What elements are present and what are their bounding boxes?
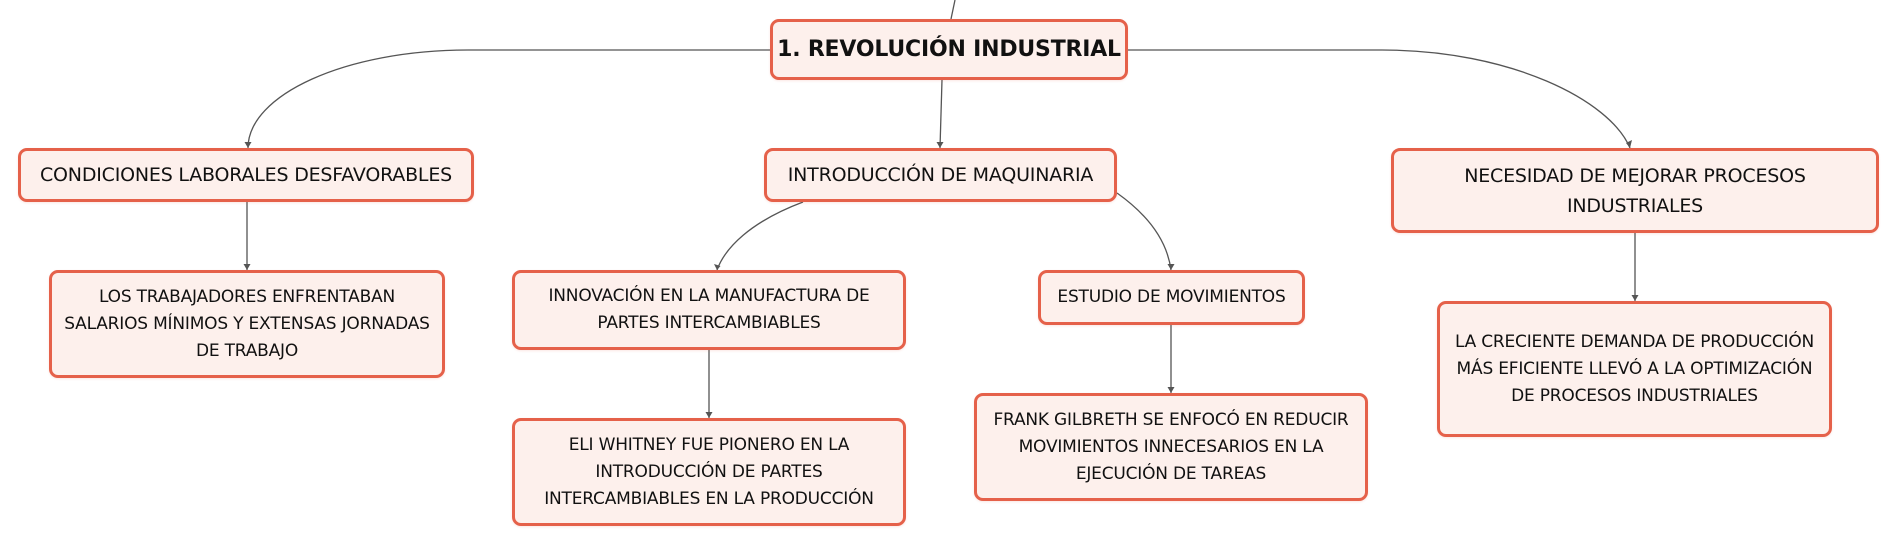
- subtopic-creciente-demanda-label: LA CRECIENTE DEMANDA DE PRODUCCIÓN MÁS E…: [1454, 331, 1815, 406]
- detail-eli-whitney-label: ELI WHITNEY FUE PIONERO EN LA INTRODUCCI…: [544, 434, 874, 509]
- topic-introduccion-maquinaria-label: INTRODUCCIÓN DE MAQUINARIA: [787, 164, 1094, 186]
- root-node-label: 1. REVOLUCIÓN INDUSTRIAL: [777, 37, 1121, 62]
- arrowhead-trabajadores: [243, 264, 251, 270]
- connector-maquinaria-to-innovacion: [716, 201, 804, 271]
- arrowhead-condiciones: [244, 142, 252, 148]
- subtopic-trabajadores-salarios-label: LOS TRABAJADORES ENFRENTABAN SALARIOS MÍ…: [64, 286, 430, 361]
- subtopic-creciente-demanda[interactable]: LA CRECIENTE DEMANDA DE PRODUCCIÓN MÁS E…: [1437, 301, 1832, 437]
- connector-root-incoming: [950, 0, 956, 20]
- arrowhead-gilbreth: [1167, 387, 1175, 393]
- detail-eli-whitney[interactable]: ELI WHITNEY FUE PIONERO EN LA INTRODUCCI…: [512, 418, 906, 526]
- subtopic-estudio-movimientos-label: ESTUDIO DE MOVIMIENTOS: [1057, 287, 1286, 307]
- topic-necesidad-procesos[interactable]: NECESIDAD DE MEJORAR PROCESOS INDUSTRIAL…: [1391, 148, 1879, 233]
- detail-frank-gilbreth-label: FRANK GILBRETH SE ENFOCÓ EN REDUCIR MOVI…: [993, 409, 1349, 484]
- arrowhead-necesidad: [1626, 140, 1632, 148]
- subtopic-estudio-movimientos[interactable]: ESTUDIO DE MOVIMIENTOS: [1038, 270, 1305, 325]
- arrowhead-demanda: [1631, 295, 1639, 301]
- arrowhead-innovacion: [714, 264, 721, 270]
- root-node[interactable]: 1. REVOLUCIÓN INDUSTRIAL: [770, 19, 1128, 80]
- topic-condiciones-laborales[interactable]: CONDICIONES LABORALES DESFAVORABLES: [18, 148, 474, 202]
- topic-introduccion-maquinaria[interactable]: INTRODUCCIÓN DE MAQUINARIA: [764, 148, 1117, 202]
- connector-root-to-necesidad: [1128, 49, 1631, 149]
- arrowhead-movimientos: [1167, 264, 1175, 270]
- topic-condiciones-laborales-label: CONDICIONES LABORALES DESFAVORABLES: [39, 164, 452, 186]
- connector-root-to-maquinaria: [939, 79, 943, 149]
- topic-necesidad-procesos-label: NECESIDAD DE MEJORAR PROCESOS INDUSTRIAL…: [1464, 164, 1806, 217]
- connector-maquinaria-to-movimientos: [1116, 192, 1172, 271]
- arrowhead-maquinaria: [936, 142, 944, 148]
- connector-root-to-condiciones: [247, 49, 772, 149]
- detail-frank-gilbreth[interactable]: FRANK GILBRETH SE ENFOCÓ EN REDUCIR MOVI…: [974, 393, 1368, 501]
- subtopic-innovacion-manufactura-label: INNOVACIÓN EN LA MANUFACTURA DE PARTES I…: [548, 286, 870, 333]
- subtopic-innovacion-manufactura[interactable]: INNOVACIÓN EN LA MANUFACTURA DE PARTES I…: [512, 270, 906, 350]
- arrowhead-whitney: [705, 412, 713, 418]
- subtopic-trabajadores-salarios[interactable]: LOS TRABAJADORES ENFRENTABAN SALARIOS MÍ…: [49, 270, 445, 378]
